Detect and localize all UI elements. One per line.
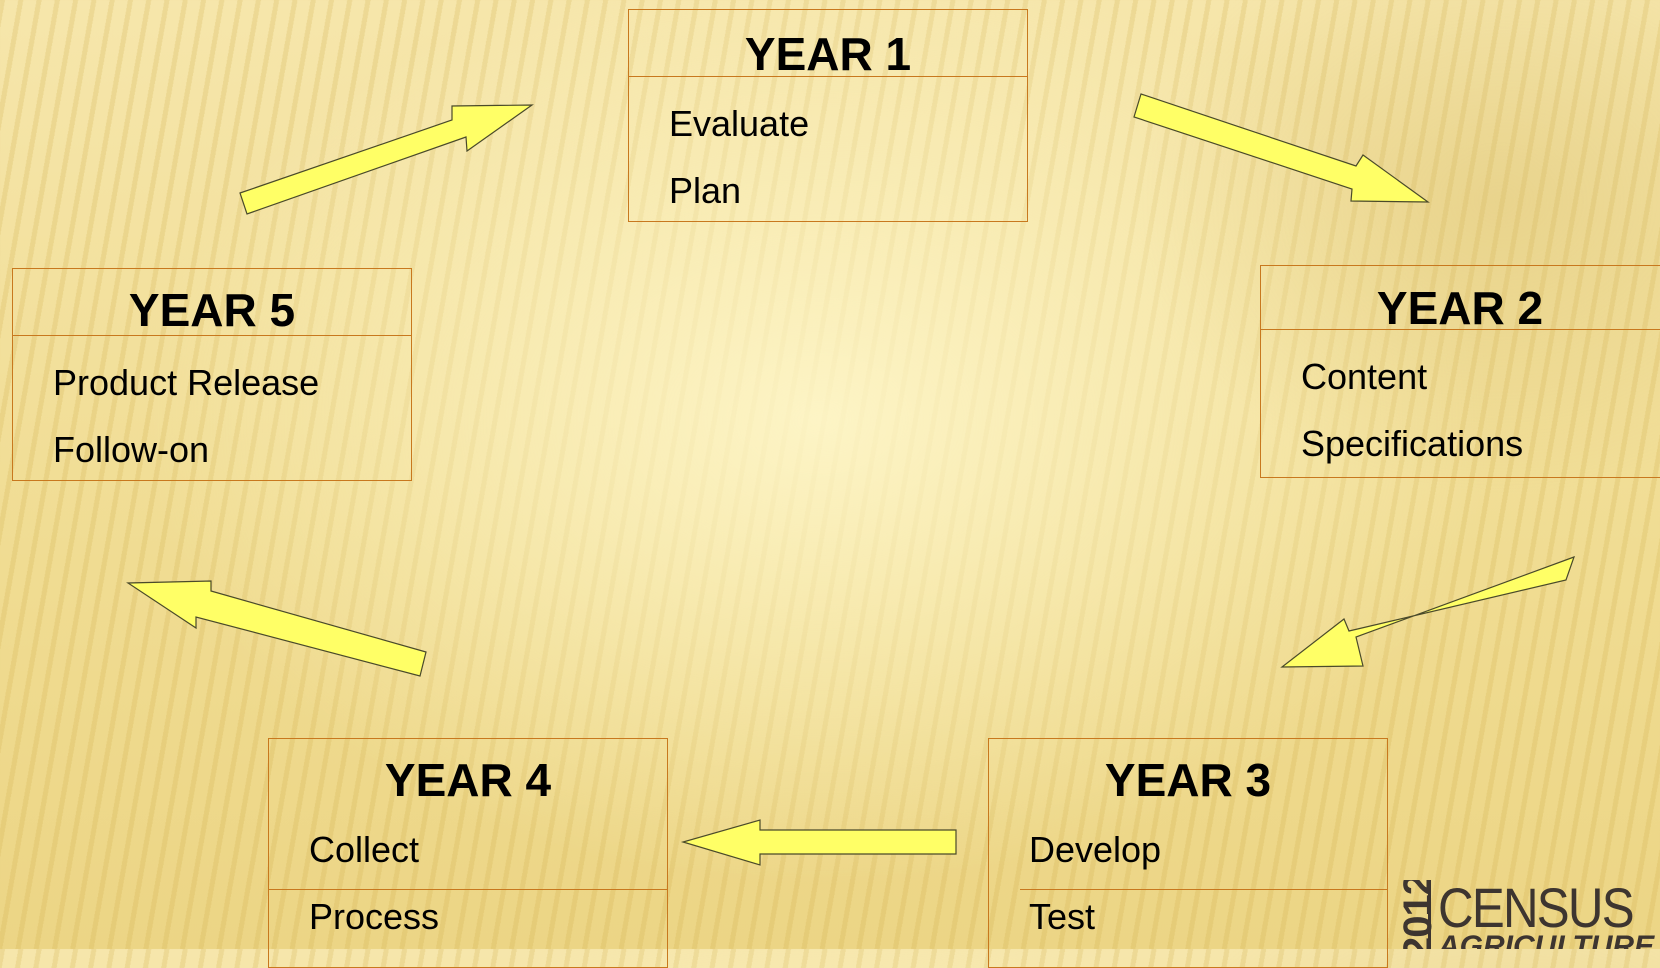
year2-title: YEAR 2 [1376,282,1544,334]
arrow-year2-to-year3 [1280,556,1575,668]
arrow-year1-to-year2 [1133,93,1430,203]
year1-title: YEAR 1 [744,28,912,80]
year3-item-test: Test [1029,896,1096,937]
logo-year: 2012 [1395,880,1440,949]
year3-box: YEAR 3 Develop Test [988,738,1388,968]
arrow-year5-to-year1 [239,104,534,215]
year5-box: YEAR 5 Product Release Follow-on [12,268,412,481]
year1-box: YEAR 1 Evaluate Plan [628,9,1028,222]
arrow-year4-to-year5 [126,580,427,677]
year4-box: YEAR 4 Collect Process [268,738,668,968]
year2-box: YEAR 2 Content Specifications [1260,265,1660,478]
year1-divider [629,76,1027,77]
year2-item-specifications: Specifications [1301,423,1524,464]
logo-subtitle: AGRICULTURE [1438,930,1655,950]
arrow-year3-to-year4 [680,819,957,866]
year4-item-process: Process [309,896,440,937]
year5-divider [13,335,411,336]
year4-item-collect: Collect [309,829,420,870]
year4-divider [269,889,667,890]
year5-title: YEAR 5 [128,284,296,336]
census-logo: 2012 CENSUS AGRICULTURE [1390,880,1660,949]
logo-divider [1428,884,1431,949]
year5-item-product-release: Product Release [53,362,320,403]
year2-divider [1261,329,1660,330]
year4-title: YEAR 4 [384,754,552,806]
year2-item-content: Content [1301,356,1428,397]
year1-item-evaluate: Evaluate [669,103,810,144]
year3-divider [1020,889,1387,890]
year3-title: YEAR 3 [1104,754,1272,806]
year3-item-develop: Develop [1029,829,1162,870]
year1-item-plan: Plan [669,170,742,211]
logo-wordmark: CENSUS [1438,880,1635,939]
year5-item-follow-on: Follow-on [53,429,210,470]
